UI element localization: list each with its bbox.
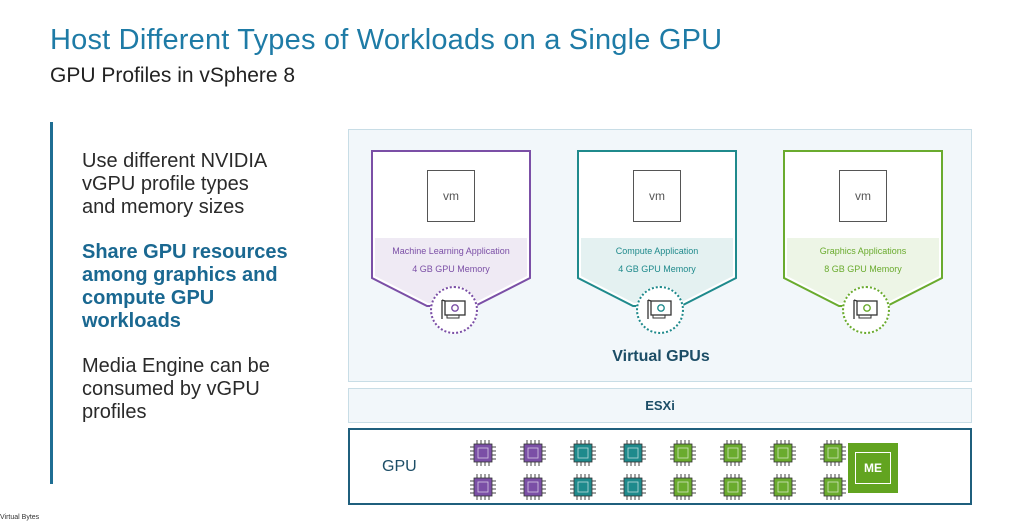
gpu-chip-icon xyxy=(520,474,546,500)
bullet-profile-types: Use different NVIDIA vGPU profile types … xyxy=(82,150,268,218)
page-title: Host Different Types of Workloads on a S… xyxy=(50,24,723,56)
accent-rule xyxy=(50,122,53,484)
gpu-chip-icon xyxy=(770,474,796,500)
gpu-card-icon xyxy=(430,286,478,334)
gpu-chip-icon xyxy=(720,474,746,500)
gpu-memory: 4 GB GPU Memory xyxy=(412,264,490,274)
app-name: Machine Learning Application xyxy=(392,246,510,256)
esxi-label: ESXi xyxy=(645,398,675,413)
vm-icon: vm xyxy=(839,170,887,222)
vm-icon: vm xyxy=(633,170,681,222)
page-subtitle: GPU Profiles in vSphere 8 xyxy=(50,64,296,87)
gpu-chip-icon xyxy=(770,440,796,466)
gpu-chip-icon xyxy=(520,440,546,466)
media-engine-chip: ME xyxy=(848,443,898,493)
bullet-media-engine: Media Engine can be consumed by vGPU pro… xyxy=(82,355,270,423)
gpu-chip-icon xyxy=(820,440,846,466)
gpu-chip-icon xyxy=(620,440,646,466)
footer-credit: Virtual Bytes xyxy=(0,514,40,521)
gpu-chip-grid xyxy=(470,436,850,500)
bullet-list: Use different NVIDIA vGPU profile types … xyxy=(82,150,332,446)
gpu-chip-icon xyxy=(670,474,696,500)
physical-gpu: GPU ME xyxy=(348,428,972,505)
gpu-chip-icon xyxy=(620,474,646,500)
vm-icon: vm xyxy=(427,170,475,222)
gpu-chip-icon xyxy=(570,474,596,500)
media-engine-label: ME xyxy=(864,461,882,475)
gpu-chip-icon xyxy=(820,474,846,500)
gpu-chip-icon xyxy=(720,440,746,466)
app-name: Graphics Applications xyxy=(819,246,907,256)
gpu-card-icon xyxy=(636,286,684,334)
gpu-label: GPU xyxy=(382,458,417,475)
virtual-gpus-label: Virtual GPUs xyxy=(612,348,710,365)
gpu-chip-icon xyxy=(470,440,496,466)
gpu-memory: 8 GB GPU Memory xyxy=(824,264,902,274)
esxi-layer: ESXi xyxy=(348,388,972,423)
gpu-chip-icon xyxy=(570,440,596,466)
gpu-chip-icon xyxy=(670,440,696,466)
app-name: Compute Application xyxy=(615,246,699,256)
gpu-card-icon xyxy=(842,286,890,334)
bullet-share-resources: Share GPU resources among graphics and c… xyxy=(82,241,288,332)
gpu-chip-icon xyxy=(470,474,496,500)
gpu-memory: 4 GB GPU Memory xyxy=(618,264,696,274)
